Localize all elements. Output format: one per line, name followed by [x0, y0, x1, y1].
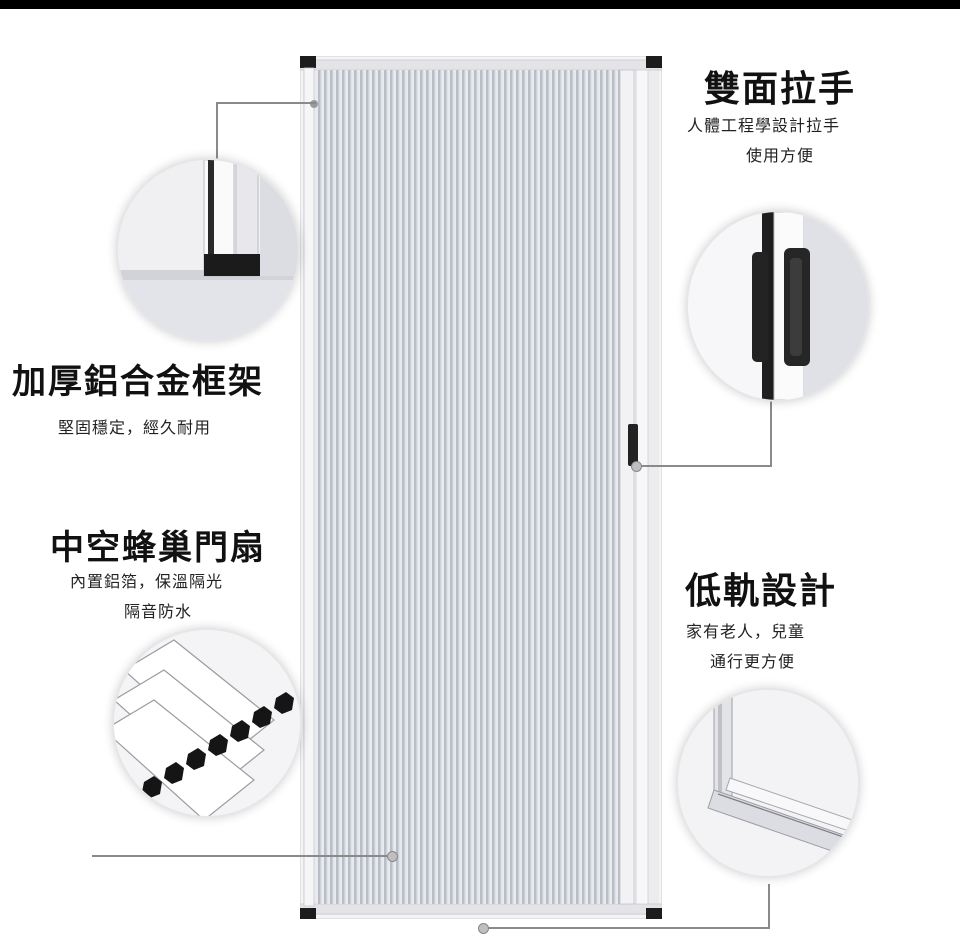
track-feature-desc-1: 家有老人，兒童: [686, 622, 806, 641]
connector-track-v: [768, 884, 770, 928]
low-track-detail-icon: [676, 688, 860, 878]
frame-corner-detail-icon: [116, 158, 300, 342]
frame-feature-desc: 堅固穩定，經久耐用: [58, 418, 212, 437]
connector-handle-h: [636, 465, 772, 467]
top-black-bar: [0, 0, 960, 9]
honeycomb-feature-desc-1: 內置鋁箔，保溫隔光: [70, 572, 224, 591]
connector-handle-v: [770, 398, 772, 466]
track-feature-title: 低軌設計: [685, 571, 838, 612]
honeycomb-feature-title: 中空蜂巢門扇: [50, 528, 266, 568]
honeycomb-feature-desc-2: 隔音防水: [124, 602, 193, 621]
track-feature-desc-2: 通行更方便: [710, 652, 796, 671]
handle-feature-desc-2: 使用方便: [746, 146, 815, 165]
handle-detail-icon: [686, 210, 870, 402]
connector-honeycomb-h: [92, 855, 392, 857]
handle-feature-title: 雙面拉手: [704, 69, 857, 110]
handle-feature-desc-1: 人體工程學設計拉手: [687, 116, 841, 135]
frame-feature-title: 加厚鋁合金框架: [12, 362, 264, 402]
connector-frame-v: [216, 102, 218, 164]
connector-frame-h: [216, 102, 316, 104]
connector-honeycomb-dot: [387, 851, 398, 862]
honeycomb-pleat-detail-icon: [112, 628, 302, 818]
connector-track-h: [482, 927, 770, 929]
connector-handle-dot: [631, 461, 642, 472]
pleated-screen-door-image: [300, 56, 662, 919]
connector-track-dot: [478, 923, 489, 934]
